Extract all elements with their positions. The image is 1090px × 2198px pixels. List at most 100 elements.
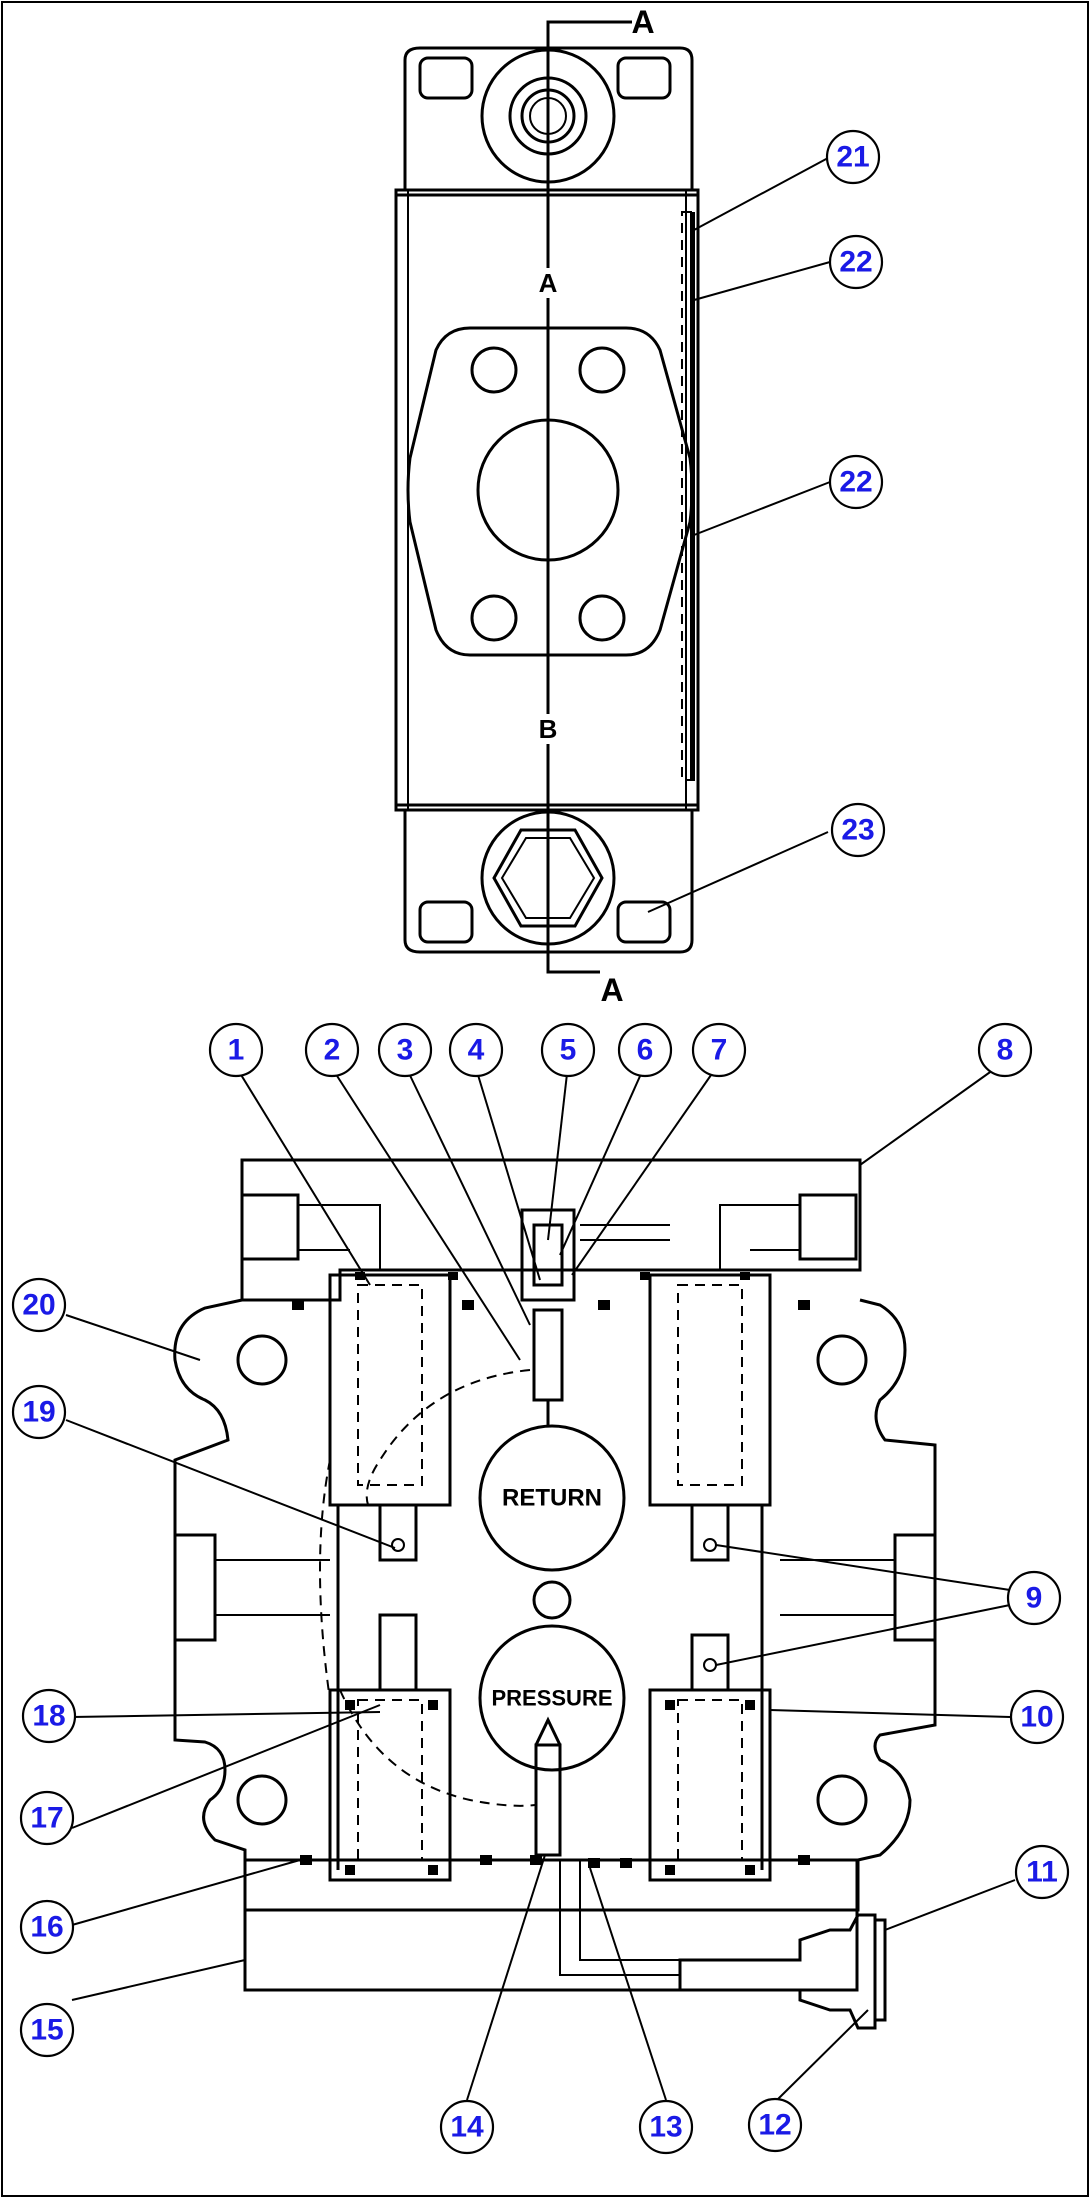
callout-5: 5 [540, 1022, 596, 1078]
lower-manifold-block [243, 1858, 859, 1992]
callout-2: 2 [304, 1022, 360, 1078]
top-cap-pad-left [418, 56, 474, 100]
end-fitting [678, 1913, 877, 2030]
callout-11: 11 [1014, 1844, 1070, 1900]
callout-20: 20 [11, 1277, 67, 1333]
valve-body [173, 1298, 937, 1912]
return-chamber [478, 1424, 626, 1572]
cartridge-right-upper [648, 1273, 772, 1507]
cartridge-right-lower [648, 1688, 772, 1882]
svg-text:8: 8 [997, 1034, 1014, 1067]
center-drain-path [559, 1860, 680, 1976]
svg-text:18: 18 [32, 1700, 65, 1733]
poppet-right-lower-ball [703, 1658, 717, 1672]
svg-text:1: 1 [228, 1034, 245, 1067]
poppet-left-lower [378, 1613, 418, 1692]
callout-7: 7 [691, 1022, 747, 1078]
callout-22-lower: 22 [828, 454, 884, 510]
svg-text:19: 19 [22, 1396, 55, 1429]
cross-passage-left [215, 1559, 330, 1616]
top-port-left [240, 1193, 300, 1261]
callout-13: 13 [638, 2099, 694, 2155]
poppet-left-upper [378, 1503, 418, 1562]
callout-12: 12 [747, 2097, 803, 2153]
svg-text:3: 3 [397, 1034, 414, 1067]
poppet-right-lower [690, 1633, 730, 1692]
callout-1: 1 [208, 1022, 264, 1078]
callout-18: 18 [21, 1688, 77, 1744]
svg-text:5: 5 [560, 1034, 577, 1067]
svg-text:7: 7 [711, 1034, 728, 1067]
mount-hole-upper-right [816, 1334, 868, 1386]
flange-bolt-br [578, 594, 626, 642]
flange-plate [406, 326, 694, 657]
cartridge-right-upper-inner [677, 1284, 743, 1486]
callout-17: 17 [19, 1790, 75, 1846]
side-port-left [175, 1533, 217, 1642]
center-check-housing [520, 1208, 576, 1302]
svg-text:22: 22 [839, 246, 872, 279]
leader-lines [65, 157, 1016, 2101]
callout-9: 9 [1006, 1570, 1062, 1626]
mount-hole-upper-left [236, 1334, 288, 1386]
flange-bolt-tl [470, 346, 518, 394]
top-port-right [798, 1193, 858, 1261]
center-orifice [534, 1743, 562, 1857]
svg-text:10: 10 [1020, 1701, 1053, 1734]
hidden-passage-lower [339, 1689, 536, 1807]
port-mark-a: A [539, 268, 558, 298]
bottom-cap [403, 808, 694, 954]
cartridge-left-lower-inner [357, 1699, 423, 1861]
callout-21: 21 [825, 129, 881, 185]
top-cap-pad-right [616, 56, 672, 100]
callout-4: 4 [448, 1022, 504, 1078]
section-mark-top: A [631, 4, 654, 40]
svg-text:21: 21 [836, 141, 869, 174]
hidden-passage-upper [365, 1369, 531, 1511]
callout-6: 6 [617, 1022, 673, 1078]
svg-text:9: 9 [1026, 1582, 1043, 1615]
center-spool [532, 1308, 564, 1402]
svg-text:13: 13 [649, 2111, 682, 2144]
bottom-cap-pad-right [616, 900, 672, 944]
callout-3: 3 [377, 1022, 433, 1078]
section-arrow-top [546, 20, 632, 28]
callout-19: 19 [11, 1384, 67, 1440]
callout-16: 16 [19, 1899, 75, 1955]
bottom-cap-pad-left [418, 900, 474, 944]
svg-text:6: 6 [637, 1034, 654, 1067]
center-pilot-hole [532, 1580, 572, 1620]
svg-text:23: 23 [841, 814, 874, 847]
poppet-right-upper [690, 1503, 730, 1562]
pressure-chamber [478, 1624, 626, 1772]
mount-hole-lower-left [236, 1774, 288, 1826]
bottom-hex-inner [500, 837, 596, 919]
top-channel-left [298, 1204, 381, 1270]
callout-8: 8 [977, 1022, 1033, 1078]
callout-23: 23 [830, 802, 886, 858]
mount-hole-lower-right [816, 1774, 868, 1826]
section-view: RETURN PRESSURE [173, 1158, 937, 2030]
upper-manifold-block [240, 1158, 862, 1302]
callout-14: 14 [439, 2099, 495, 2155]
svg-text:22: 22 [839, 466, 872, 499]
svg-text:16: 16 [30, 1911, 63, 1944]
o-ring-seals [292, 1272, 810, 1875]
poppet-left-upper-ball [391, 1538, 405, 1552]
section-arrow-bottom [546, 962, 600, 974]
svg-text:11: 11 [1026, 1856, 1058, 1889]
bottom-hex-plug [492, 828, 604, 928]
cartridge-right-lower-inner [677, 1699, 743, 1861]
cartridge-left-upper-inner [357, 1284, 423, 1486]
callouts: 1 2 3 4 5 6 7 8 9 10 11 12 13 14 15 16 1… [11, 129, 1070, 2155]
svg-text:12: 12 [758, 2109, 791, 2142]
flange-bolt-tr [578, 346, 626, 394]
center-check-inner [532, 1223, 564, 1287]
flange-bolt-bl [470, 594, 518, 642]
cartridge-left-upper [328, 1273, 452, 1507]
hidden-passage-left [319, 1459, 331, 1701]
callout-22-upper: 22 [828, 234, 884, 290]
cross-passage-right [780, 1559, 895, 1616]
